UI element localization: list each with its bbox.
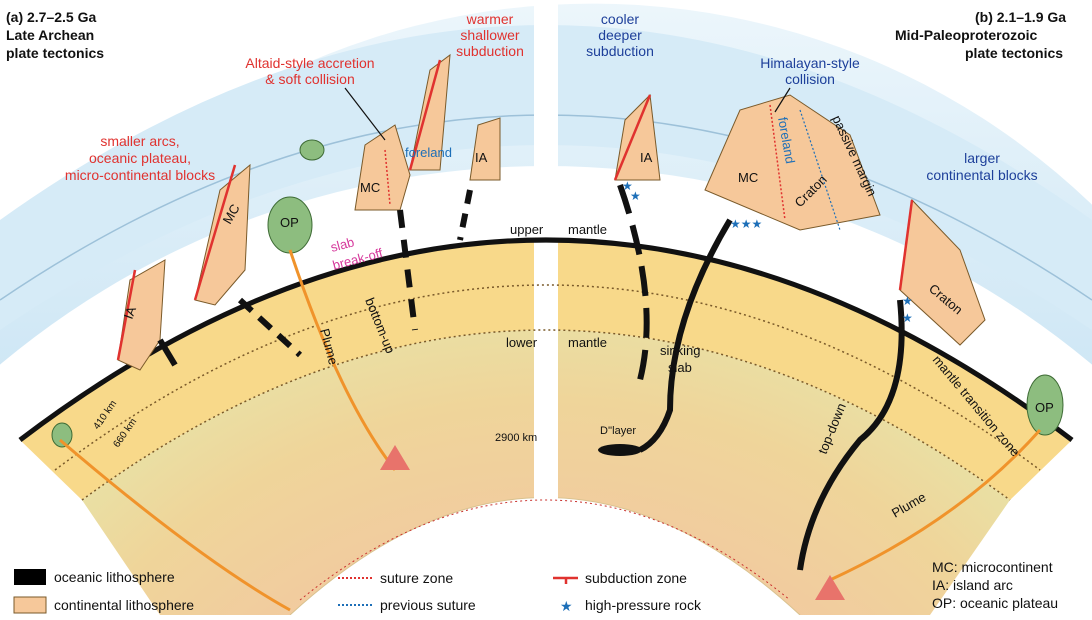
upper-mantle-label: mantle [568,222,607,237]
himalayan-1: Himalayan-style [760,55,860,71]
warmer-3: subduction [456,43,524,59]
legend-continental-label: continental lithosphere [54,597,194,613]
upper-label: upper [510,222,544,237]
op-b: OP [1035,400,1054,415]
legend-subduction-label: subduction zone [585,570,687,586]
panel-a-title-2: Late Archean [6,27,94,43]
abbr-op: OP: oceanic plateau [932,595,1058,611]
legend-previous-suture-label: previous suture [380,597,476,613]
hp-star-5: ★ [902,311,913,325]
altaid-1: Altaid-style accretion [245,55,374,71]
ia-a-right: IA [475,150,488,165]
panel-b-title-1: (b) 2.1–1.9 Ga [975,9,1066,25]
sinking-1: sinking [660,343,700,358]
mc-a: MC [360,180,380,195]
mc-b: MC [738,170,758,185]
foreland-a: foreland [405,145,452,160]
warmer-2: shallower [460,27,519,43]
legend-oceanic-swatch [14,569,46,585]
sinking-2: slab [668,360,692,375]
smaller-3: micro-continental blocks [65,167,215,183]
green-island-a1 [300,140,324,160]
cooler-1: cooler [601,11,639,27]
panel-b-title-3: plate tectonics [965,45,1063,61]
abbr-mc: MC: microcontinent [932,559,1053,575]
smaller-2: oceanic plateau, [89,150,191,166]
smaller-1: smaller arcs, [100,133,179,149]
abbr-ia: IA: island arc [932,577,1013,593]
op-a: OP [280,215,299,230]
hp-star-2: ★ [630,189,641,203]
lower-label: lower [506,335,538,350]
hp-star-4: ★ [902,294,913,308]
km2900-label: 2900 km [495,432,537,444]
hp-star-3: ★★★ [730,217,762,231]
legend-suture-label: suture zone [380,570,453,586]
larger-2: continental blocks [926,167,1037,183]
slab-a4 [460,190,470,240]
larger-1: larger [964,150,1000,166]
panel-a-title-1: (a) 2.7–2.5 Ga [6,9,96,25]
dlayer-pile [598,444,642,456]
cooler-2: deeper [598,27,642,43]
legend-oceanic-label: oceanic lithosphere [54,569,175,585]
altaid-2: & soft collision [265,71,354,87]
panel-a-title-3: plate tectonics [6,45,104,61]
himalayan-2: collision [785,71,835,87]
cooler-3: subduction [586,43,654,59]
panel-b-title-2: Mid-Paleoproterozoic [895,27,1038,43]
legend-hp-star: ★ [560,598,573,614]
legend-continental-swatch [14,597,46,613]
ia-b: IA [640,150,653,165]
legend-hp-label: high-pressure rock [585,597,702,613]
lower-mantle-label: mantle [568,335,607,350]
dlayer-label: D''layer [600,425,636,437]
warmer-1: warmer [466,11,514,27]
